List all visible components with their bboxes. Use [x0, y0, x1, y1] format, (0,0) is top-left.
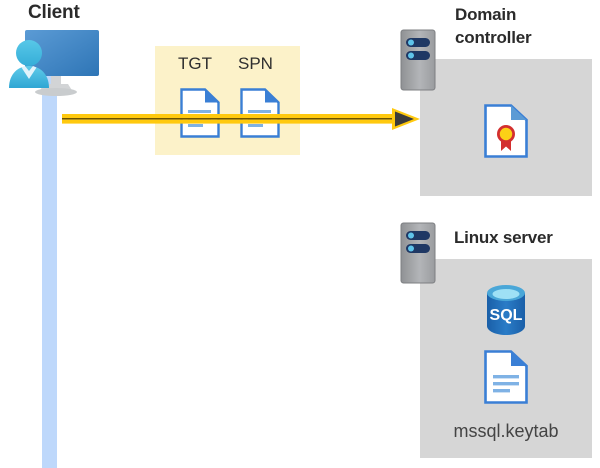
tgt-label: TGT: [178, 54, 212, 73]
keytab-document-icon: [484, 350, 528, 409]
domain-controller-label-line2: controller: [455, 28, 532, 47]
keytab-filename-label: mssql.keytab: [453, 421, 559, 441]
client-label: Client: [28, 2, 80, 23]
client-lifeline: [42, 72, 57, 468]
linux-server-label: Linux server: [454, 228, 553, 247]
spn-document-icon: [240, 88, 280, 143]
sql-database-icon: SQL: [482, 283, 530, 342]
certificate-document-icon: [484, 104, 528, 163]
sql-database-text: SQL: [490, 307, 523, 324]
domain-controller-label: Domain controller: [455, 3, 595, 49]
linux-server-rack-icon: [400, 222, 436, 289]
domain-controller-label-line1: Domain: [455, 5, 517, 24]
client-user-monitor-icon: [4, 26, 104, 103]
domain-controller-server-icon: [400, 29, 436, 96]
request-arrow: [62, 108, 422, 130]
spn-label: SPN: [238, 54, 273, 73]
